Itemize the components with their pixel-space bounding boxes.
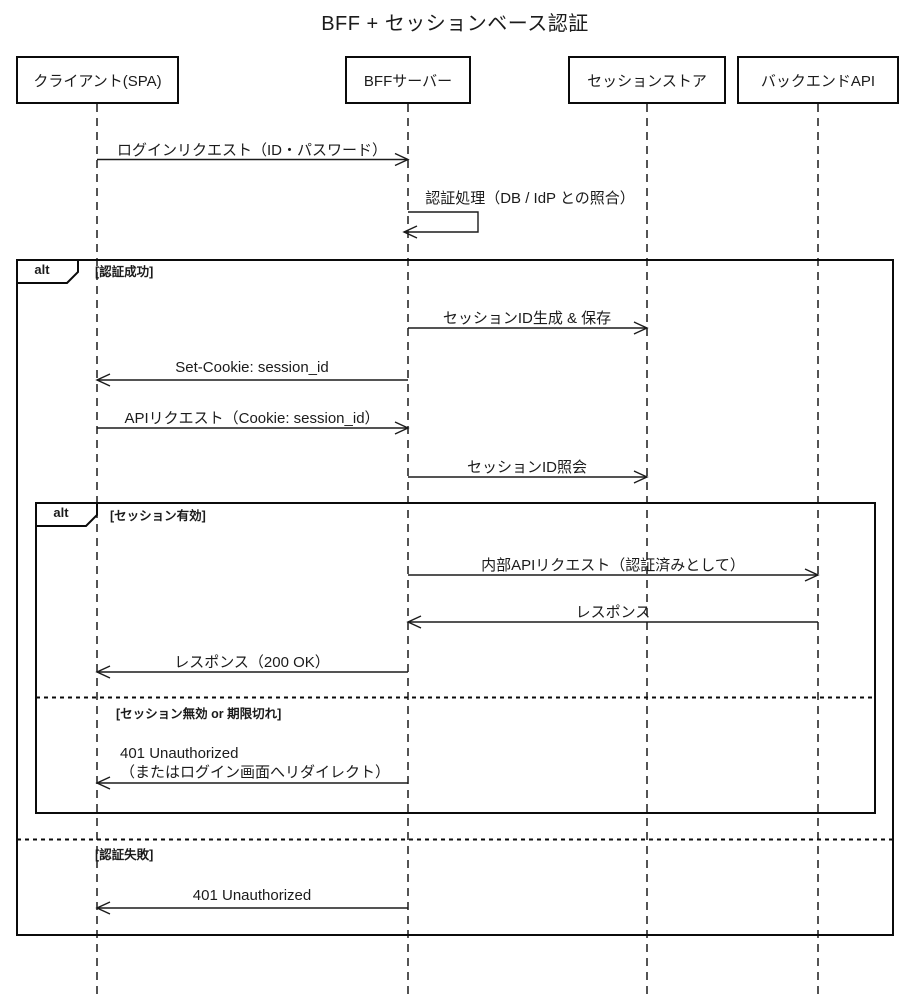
arrow-session-lookup	[408, 470, 649, 484]
message-set-cookie: Set-Cookie: session_id	[175, 359, 329, 376]
guard-session-valid: [セッション有効]	[110, 509, 206, 523]
message-session-create: セッションID生成 & 保存	[442, 310, 612, 327]
guard-auth-success: [認証成功]	[95, 265, 154, 279]
arrow-401	[95, 901, 408, 915]
alt-tab-inner	[35, 502, 98, 527]
alt-label-outer: alt	[34, 262, 50, 277]
alt-tab-outer	[16, 259, 79, 284]
alt-frame-outer	[16, 259, 894, 936]
guard-auth-failure: [認証失敗]	[95, 848, 154, 862]
alt-frame-inner	[35, 502, 876, 814]
participant-bff: BFFサーバー	[345, 56, 471, 104]
arrow-response-ok	[95, 665, 408, 679]
message-internal-api: 内部APIリクエスト（認証済みとして）	[481, 557, 745, 574]
message-response: レスポンス	[575, 604, 651, 621]
arrow-internal-api	[408, 568, 820, 582]
arrow-response	[406, 615, 818, 629]
message-401-redirect-line1: 401 Unauthorized	[120, 745, 239, 762]
arrow-session-create	[408, 321, 649, 335]
participant-session-store-label: セッションストア	[587, 72, 707, 90]
diagram-title: BFF + セッションベース認証	[321, 13, 589, 35]
message-401-redirect-line2: （またはログイン画面へリダイレクト）	[120, 764, 391, 781]
message-arrows	[95, 152, 820, 915]
message-response-ok: レスポンス（200 OK）	[174, 654, 330, 671]
arrow-login-request	[97, 152, 410, 167]
arrow-401-redirect	[95, 776, 408, 790]
participant-client: クライアント(SPA)	[16, 56, 179, 104]
participant-backend-api-label: バックエンドAPI	[760, 72, 876, 90]
message-login-request: ログインリクエスト（ID・パスワード）	[116, 142, 388, 159]
message-api-request: APIリクエスト（Cookie: session_id）	[124, 410, 380, 427]
participant-backend-api: バックエンドAPI	[737, 56, 899, 104]
message-401-redirect: 401 Unauthorized （またはログイン画面へリダイレクト）	[120, 744, 390, 782]
participant-client-label: クライアント(SPA)	[33, 72, 162, 90]
participant-session-store: セッションストア	[568, 56, 726, 104]
arrow-set-cookie	[95, 373, 408, 387]
message-401: 401 Unauthorized	[192, 887, 312, 904]
message-auth-process: 認証処理（DB / IdP との照合）	[425, 190, 635, 207]
participant-bff-label: BFFサーバー	[363, 72, 453, 90]
guard-session-invalid: [セッション無効 or 期限切れ]	[116, 707, 282, 721]
alt-label-inner: alt	[53, 505, 69, 520]
message-session-lookup: セッションID照会	[466, 459, 588, 476]
arrow-api-request	[97, 421, 410, 435]
arrow-auth-process-self	[402, 211, 479, 239]
lifelines	[96, 104, 819, 998]
